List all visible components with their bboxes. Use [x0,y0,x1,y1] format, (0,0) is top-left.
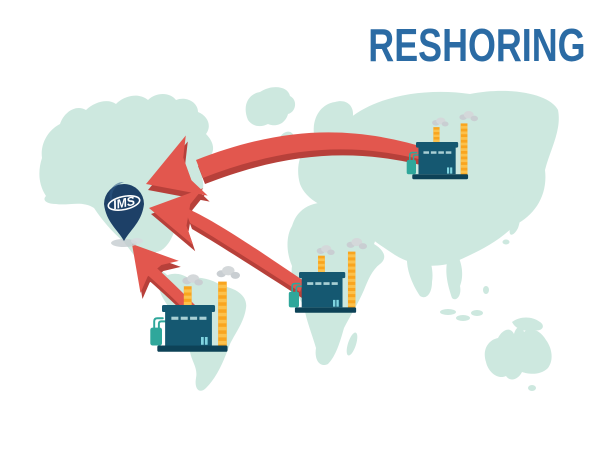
pin-shadow [111,239,137,247]
island-greenland [245,87,296,127]
pin-highlight [109,181,124,204]
continent-australia [484,326,552,380]
pin-shadow-puff [131,238,143,244]
arrow-from-africa [149,188,304,292]
arrowhead-icon [132,244,179,294]
island-tasmania [528,385,536,391]
arrowhead-icon [149,188,204,246]
island-indonesia-3 [471,310,483,316]
island-indonesia-1 [440,309,456,315]
island-japan [509,196,521,235]
island-madagascar [346,332,358,356]
island-philippines [483,286,489,294]
island-indonesia-2 [456,315,470,321]
world-map [39,87,559,391]
arrow-from-asia [146,132,434,196]
island-japan-south [502,239,510,245]
arrow-from-south-america [132,244,196,314]
reshoring-arrows [132,132,434,314]
pin-logo: IMS [107,194,141,212]
region-se-asia [446,256,463,300]
pin-logo-text: IMS [112,194,137,212]
region-india [406,248,433,298]
arrowhead-icon [146,135,208,196]
page-title: RESHORING [368,19,586,71]
location-pin-icon: IMS [104,181,144,247]
pin-body [104,184,144,241]
